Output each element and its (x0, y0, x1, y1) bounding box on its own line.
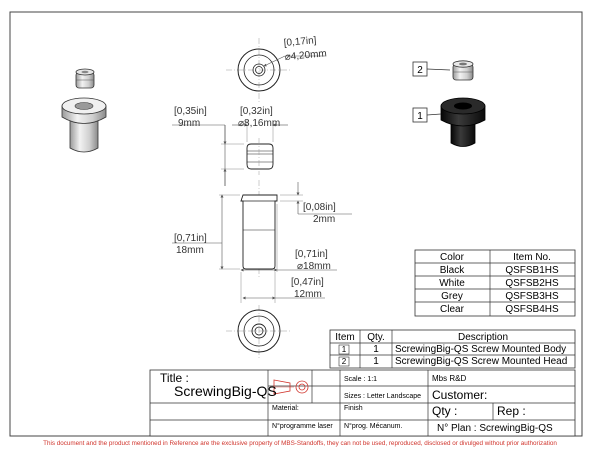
bom-item-cell: 2 (342, 357, 347, 366)
item-no-cell: QSFSB2HS (505, 278, 559, 289)
bom-header-qty: Qty. (367, 332, 385, 343)
color-table-header-color: Color (440, 252, 465, 263)
bom-item-cell: 1 (342, 345, 347, 354)
flange-thk-mm: 2mm (313, 214, 335, 225)
customer-label: Customer: (432, 388, 487, 402)
finish-label: Finish (344, 405, 363, 412)
flange-thk-in: [0,08in] (303, 202, 336, 213)
item-no-cell: QSFSB4HS (505, 304, 559, 315)
bom-header-item: Item (335, 332, 354, 343)
body-side-view (172, 180, 352, 303)
confidentiality-notice: This document and the product mentioned … (43, 440, 557, 447)
bottom-view (226, 305, 292, 358)
head-side-view (172, 120, 288, 186)
item-no-cell: QSFSB3HS (505, 291, 559, 302)
balloon-1 (412, 107, 428, 123)
company-text: Mbs R&D (432, 374, 466, 383)
material-label: Material: (272, 405, 299, 412)
body-len-mm: 18mm (176, 245, 204, 256)
iso-view-black (440, 60, 486, 147)
mecanum-program-label: N°prog. Mécanum. (344, 422, 402, 430)
bom-table (329, 329, 576, 369)
rep-label: Rep : (497, 404, 526, 418)
body-len-in: [0,71in] (174, 233, 207, 244)
bom-qty-cell: 1 (373, 344, 379, 355)
flange-dia-in: [0,71in] (295, 249, 328, 260)
top-view-dia-mm: ⌀4,20mm (284, 48, 327, 63)
bom-qty-cell: 1 (373, 356, 379, 367)
bom-description-cell: ScrewingBig-QS Screw Mounted Head (395, 356, 567, 367)
title-label: Title : (160, 371, 189, 385)
title-block (149, 369, 576, 437)
iso-view-grey (61, 68, 107, 153)
color-cell: Black (440, 265, 465, 276)
color-table-header-item: Item No. (513, 252, 551, 263)
balloon-2-label: 2 (417, 65, 423, 76)
plan-number: N° Plan : ScrewingBig-QS (437, 423, 553, 434)
head-dia-in: [0,32in] (240, 106, 273, 117)
item-no-cell: QSFSB1HS (505, 265, 559, 276)
laser-program-label: N°programme laser (272, 422, 333, 430)
color-cell: Clear (440, 304, 465, 315)
balloon-2 (412, 61, 428, 77)
color-cell: White (439, 278, 465, 289)
bom-description-cell: ScrewingBig-QS Screw Mounted Body (395, 344, 566, 355)
drawing-title: ScrewingBig-QS (174, 383, 277, 399)
color-cell: Grey (441, 291, 463, 302)
qty-label: Qty : (432, 404, 457, 418)
head-length-mm: 9mm (178, 118, 200, 129)
bom-header-description: Description (458, 332, 508, 343)
balloon-1-label: 1 (417, 111, 423, 122)
flange-dia-mm: ⌀18mm (297, 261, 331, 272)
body-dia-in: [0,47in] (291, 277, 324, 288)
top-view (226, 38, 325, 103)
head-length-in: [0,35in] (174, 106, 207, 117)
body-dia-mm: 12mm (294, 289, 322, 300)
head-dia-mm: ⌀8,16mm (238, 118, 280, 129)
scale-text: Scale : 1:1 (344, 376, 377, 383)
color-table (414, 249, 576, 317)
top-view-dia-in: [0,17in] (283, 35, 317, 49)
sizes-text: Sizes : Letter Landscape (344, 393, 421, 400)
